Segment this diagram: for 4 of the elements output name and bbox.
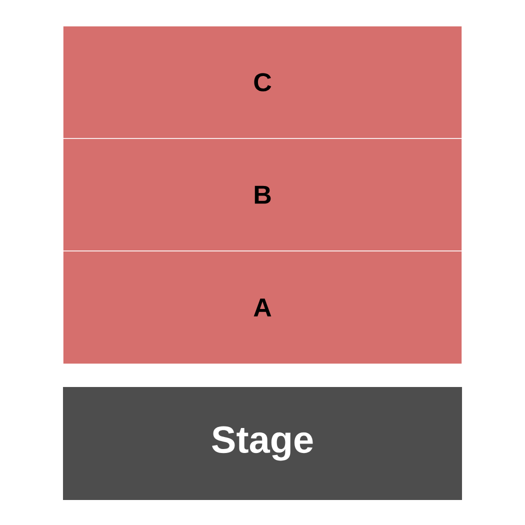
stage: Stage	[63, 387, 462, 500]
seating-section: C	[62, 26, 462, 139]
seating-section: B	[62, 138, 462, 252]
seating-section: A	[62, 250, 462, 364]
